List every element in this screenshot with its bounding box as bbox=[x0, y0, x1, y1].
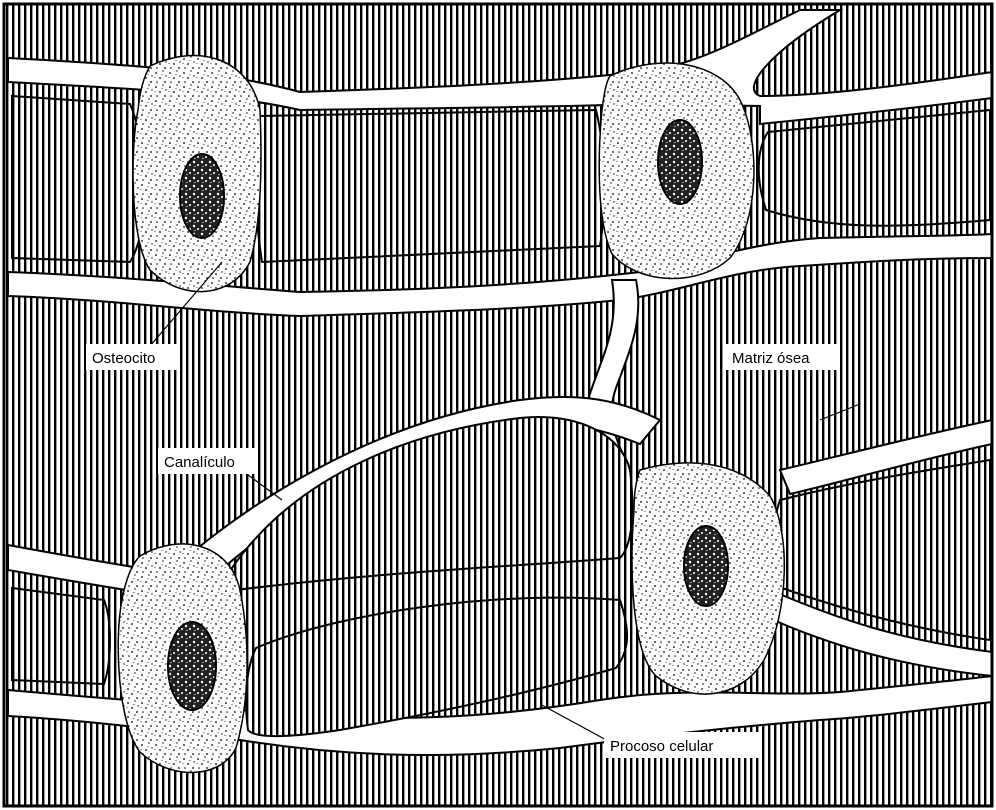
label-osteocyte: Osteocito bbox=[86, 344, 178, 370]
osteocyte-nucleus bbox=[684, 526, 728, 606]
label-canaliculus-text: Canalículo bbox=[164, 454, 235, 471]
label-canaliculus: Canalículo bbox=[158, 448, 256, 474]
osteocyte-bottom-left bbox=[118, 544, 247, 773]
label-osteocyte-text: Osteocito bbox=[92, 350, 155, 367]
osteocyte-nucleus bbox=[168, 622, 216, 710]
osteocyte-top-left bbox=[133, 55, 261, 291]
label-cell-process-text: Procoso celular bbox=[610, 738, 713, 755]
osteocyte-top-right bbox=[599, 63, 754, 279]
label-bone-matrix-text: Matriz ósea bbox=[732, 350, 810, 367]
label-bone-matrix: Matriz ósea bbox=[726, 344, 840, 370]
label-cell-process: Procoso celular bbox=[604, 732, 762, 758]
osteocyte-nucleus bbox=[180, 154, 224, 238]
osteocyte-nucleus bbox=[658, 120, 702, 204]
osteocyte-bottom-right bbox=[632, 463, 784, 694]
